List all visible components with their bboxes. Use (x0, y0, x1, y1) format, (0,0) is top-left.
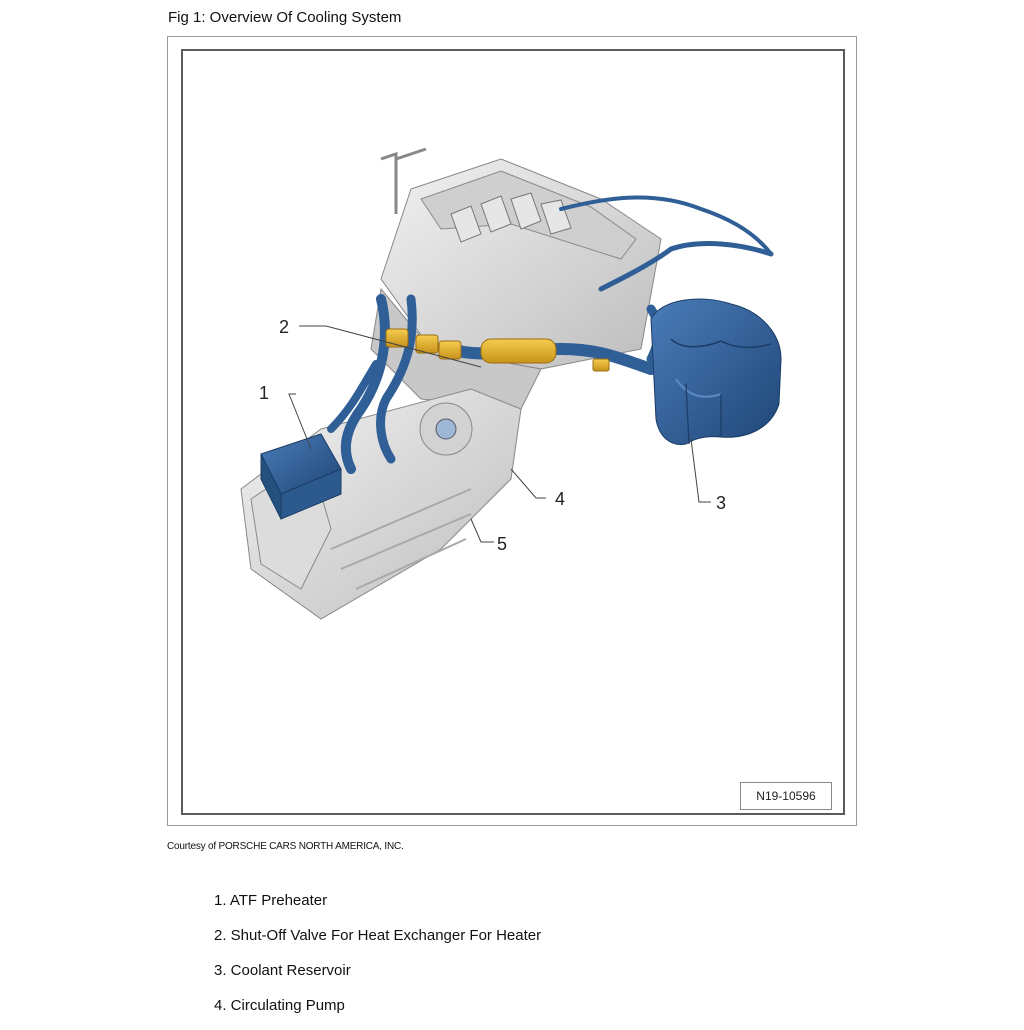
figure-outer-frame (167, 36, 857, 826)
courtesy-caption: Courtesy of PORSCHE CARS NORTH AMERICA, … (167, 841, 404, 852)
callout-1: 1 (259, 383, 269, 403)
figure-code-label: N19-10596 (740, 782, 832, 810)
atf-preheater (260, 433, 342, 520)
cooling-system-diagram: 1 2 3 4 5 (240, 147, 782, 620)
legend-item: 4. Circulating Pump (214, 997, 345, 1014)
legend-item: 2. Shut-Off Valve For Heat Exchanger For… (214, 927, 542, 944)
figure-inner-frame (181, 49, 845, 815)
legend-item: 1. ATF Preheater (214, 892, 328, 909)
coolant-reservoir (650, 298, 782, 446)
callout-5: 5 (497, 534, 507, 554)
legend-item: 3. Coolant Reservoir (214, 962, 351, 979)
engine-block (370, 147, 662, 410)
callout-leader-lines (288, 325, 711, 543)
callout-3: 3 (716, 493, 726, 513)
callout-4: 4 (555, 489, 565, 509)
coolant-hoses (327, 195, 774, 474)
callout-2: 2 (279, 317, 289, 337)
legend-list: 1. ATF Preheater 2. Shut-Off Valve For H… (214, 890, 541, 1030)
figure-title: Fig 1: Overview Of Cooling System (168, 9, 402, 26)
shutoff-valve-assembly (385, 328, 610, 372)
